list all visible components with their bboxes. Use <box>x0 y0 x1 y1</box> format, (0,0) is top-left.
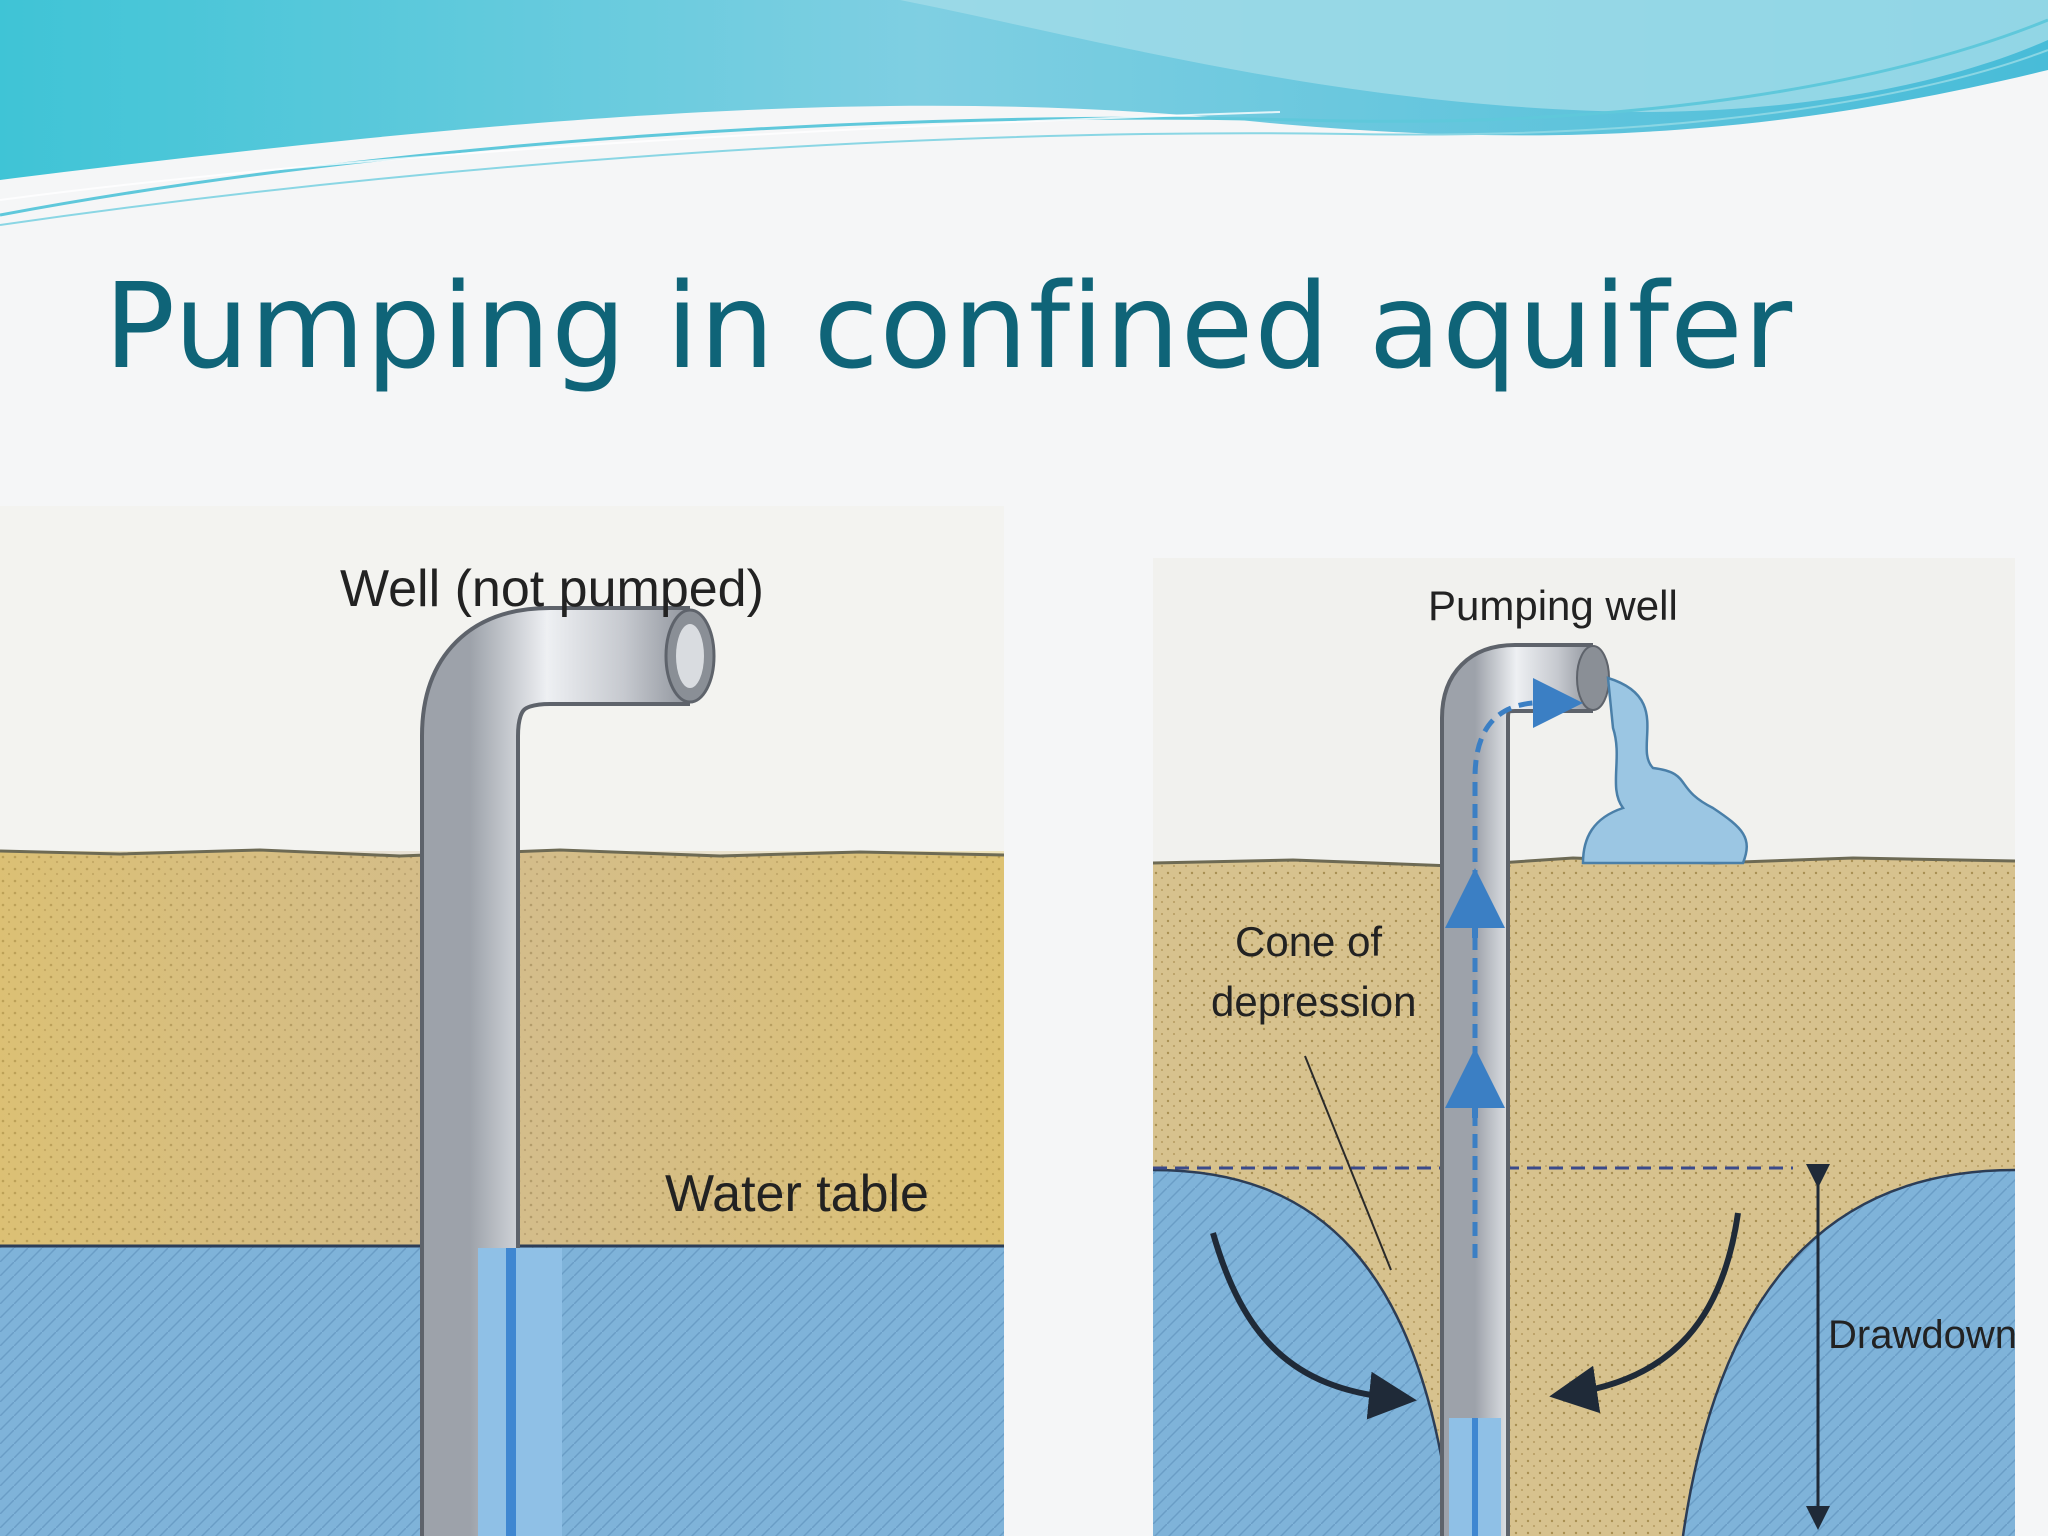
outflow-water <box>1581 676 1748 865</box>
cone-of-depression-label-line2: depression <box>1211 978 1416 1025</box>
cone-label-leader <box>1304 1055 1392 1271</box>
aquifer-water-right <box>1683 1170 2015 1536</box>
water-table-label: Water table <box>665 1165 929 1223</box>
aquifer-water <box>1153 1170 1453 1536</box>
diagram-unpumped-well: Well (not pumped) Water table <box>0 506 1004 1536</box>
pumping-well-label: Pumping well <box>1428 582 1678 629</box>
cone-of-depression-label-line1: Cone of <box>1235 918 1382 965</box>
diagram-pumping-well: Pumping well Cone of depression Drawdown <box>1153 558 2015 1536</box>
flow-arrow-left <box>1210 1232 1417 1420</box>
ground-surface <box>1153 856 2015 868</box>
cone-of-depression-curve <box>1153 1168 2015 1536</box>
pumping-well-pipe <box>1440 643 1610 1536</box>
slide-title: Pumping in confined aquifer <box>104 257 1794 395</box>
drawdown-label: Drawdown <box>1828 1313 2015 1357</box>
well-pipe <box>420 606 716 1536</box>
header-wave-decoration <box>0 0 2048 226</box>
well-not-pumped-label: Well (not pumped) <box>340 560 764 618</box>
flow-arrow-right <box>1549 1212 1741 1414</box>
